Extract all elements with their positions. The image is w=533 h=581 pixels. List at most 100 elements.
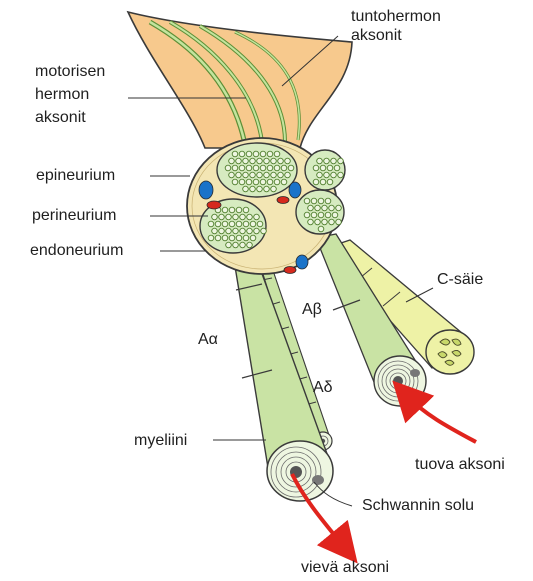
axon-dot bbox=[304, 198, 310, 204]
axon-dot bbox=[240, 228, 246, 234]
axon-dot bbox=[329, 219, 335, 225]
axon-dot bbox=[229, 221, 235, 227]
axon-dot bbox=[336, 205, 342, 211]
label-motor-axons-line2: hermon bbox=[35, 83, 105, 106]
a-alpha-fiber bbox=[232, 246, 333, 501]
axon-dot bbox=[257, 186, 263, 192]
axon-dot bbox=[226, 214, 232, 220]
axon-dot bbox=[229, 172, 235, 178]
axon-dot bbox=[243, 172, 249, 178]
axon-dot bbox=[313, 179, 319, 185]
axon-dot bbox=[208, 221, 214, 227]
axon-dot bbox=[239, 165, 245, 171]
axon-dot bbox=[338, 158, 344, 164]
axon-dot bbox=[250, 235, 256, 241]
label-endoneurium: endoneurium bbox=[30, 241, 123, 260]
axon-dot bbox=[260, 151, 266, 157]
axon-dot bbox=[313, 165, 319, 171]
axon-dot bbox=[243, 158, 249, 164]
axon-dot bbox=[308, 205, 314, 211]
label-c-fiber: C-säie bbox=[437, 270, 483, 289]
axon-dot bbox=[253, 165, 259, 171]
axon-dot bbox=[233, 228, 239, 234]
axon-dot bbox=[215, 221, 221, 227]
axon-dot bbox=[322, 205, 328, 211]
afferent-arrow bbox=[406, 395, 476, 442]
axon-dot bbox=[315, 205, 321, 211]
axon-dot bbox=[257, 221, 263, 227]
axon-dot bbox=[222, 221, 228, 227]
label-afferent-axon: tuova aksoni bbox=[415, 455, 505, 474]
axon-dot bbox=[311, 212, 317, 218]
axon-dot bbox=[212, 228, 218, 234]
axon-dot bbox=[208, 235, 214, 241]
axon-dot bbox=[278, 172, 284, 178]
axon-dot bbox=[219, 228, 225, 234]
axon-dot bbox=[281, 165, 287, 171]
axon-dot bbox=[212, 214, 218, 220]
label-sensory-axons: tuntohermon aksonit bbox=[351, 7, 441, 45]
axon-dot bbox=[281, 179, 287, 185]
axon-dot bbox=[243, 207, 249, 213]
axon-dot bbox=[317, 158, 323, 164]
axon-dot bbox=[264, 158, 270, 164]
artery-2 bbox=[277, 197, 289, 204]
axon-dot bbox=[247, 228, 253, 234]
axon-dot bbox=[274, 165, 280, 171]
vein-1 bbox=[199, 181, 213, 199]
axon-dot bbox=[233, 242, 239, 248]
axon-dot bbox=[325, 212, 331, 218]
axon-dot bbox=[229, 158, 235, 164]
axon-dot bbox=[267, 179, 273, 185]
axon-dot bbox=[271, 158, 277, 164]
axon-dot bbox=[236, 221, 242, 227]
axon-dot bbox=[325, 198, 331, 204]
axon-dot bbox=[253, 151, 259, 157]
axon-dot bbox=[246, 179, 252, 185]
vein-3 bbox=[296, 255, 308, 269]
axon-dot bbox=[260, 165, 266, 171]
axon-dot bbox=[274, 151, 280, 157]
label-myelin: myeliini bbox=[134, 431, 187, 450]
axon-dot bbox=[271, 172, 277, 178]
label-sensory-axons-line2: aksonit bbox=[351, 26, 441, 45]
axon-dot bbox=[338, 172, 344, 178]
axon-dot bbox=[320, 179, 326, 185]
axon-dot bbox=[254, 214, 260, 220]
axon-dot bbox=[267, 151, 273, 157]
axon-dot bbox=[331, 172, 337, 178]
axon-dot bbox=[267, 165, 273, 171]
axon-dot bbox=[332, 212, 338, 218]
axon-dot bbox=[215, 235, 221, 241]
label-motor-axons-line3: aksonit bbox=[35, 106, 105, 129]
axon-dot bbox=[257, 172, 263, 178]
axon-dot bbox=[288, 165, 294, 171]
label-efferent-axon: vievä aksoni bbox=[301, 558, 389, 577]
axon-dot bbox=[315, 219, 321, 225]
axon-dot bbox=[239, 151, 245, 157]
label-perineurium: perineurium bbox=[32, 206, 116, 225]
axon-dot bbox=[229, 235, 235, 241]
label-motor-axons-line1: motorisen bbox=[35, 60, 105, 83]
axon-dot bbox=[264, 186, 270, 192]
axon-dot bbox=[246, 165, 252, 171]
axon-dot bbox=[232, 179, 238, 185]
axon-dot bbox=[225, 165, 231, 171]
axon-dot bbox=[308, 219, 314, 225]
axon-dot bbox=[247, 214, 253, 220]
axon-dot bbox=[232, 165, 238, 171]
axon-dot bbox=[285, 172, 291, 178]
axon-dot bbox=[226, 242, 232, 248]
axon-dot bbox=[318, 212, 324, 218]
axon-dot bbox=[327, 179, 333, 185]
axon-dot bbox=[250, 172, 256, 178]
axon-dot bbox=[246, 151, 252, 157]
label-epineurium: epineurium bbox=[36, 166, 115, 185]
nerve-cross-section bbox=[187, 138, 345, 274]
axon-dot bbox=[236, 235, 242, 241]
axon-dot bbox=[247, 242, 253, 248]
axon-dot bbox=[243, 235, 249, 241]
axon-dot bbox=[226, 228, 232, 234]
axon-dot bbox=[318, 226, 324, 232]
